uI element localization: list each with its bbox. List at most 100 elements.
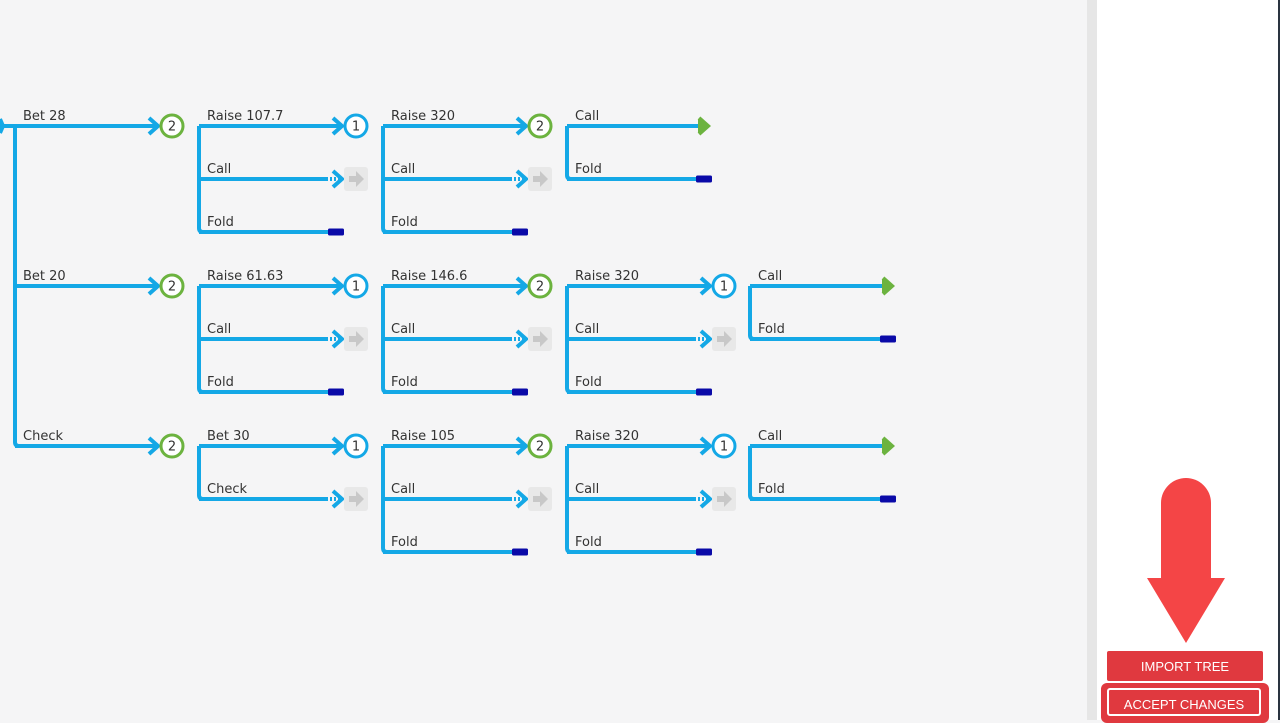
fold-terminal	[696, 388, 712, 396]
action-label[interactable]: Bet 30	[207, 429, 250, 444]
edge-arrow-icon	[331, 276, 346, 296]
player-node	[159, 113, 185, 139]
player-number: 2	[168, 120, 176, 135]
edge-arrow-icon	[147, 436, 162, 456]
action-label[interactable]: Bet 28	[23, 109, 66, 124]
player-number: 2	[168, 440, 176, 455]
action-label[interactable]: Check	[23, 429, 63, 444]
fold-terminal	[512, 388, 528, 396]
gray-arrow-icon	[349, 331, 364, 347]
player-number: 1	[352, 120, 360, 135]
action-label[interactable]: Raise 105	[391, 429, 456, 444]
branch-line	[748, 286, 755, 341]
edge-arrow-icon	[331, 116, 346, 136]
root-arrow-icon	[0, 118, 6, 134]
edge-arrow-icon	[515, 329, 530, 349]
down-arrow-icon	[1147, 478, 1225, 643]
player-number: 2	[168, 280, 176, 295]
action-label[interactable]: Fold	[207, 375, 234, 390]
edge-arrow-icon	[515, 276, 530, 296]
accept-changes-button[interactable]: ACCEPT CHANGES	[1107, 688, 1261, 716]
fold-terminal	[696, 548, 712, 556]
player-node	[343, 113, 369, 139]
gray-arrow-icon	[533, 491, 548, 507]
edge-arrow-icon	[331, 489, 346, 509]
branch-line	[748, 446, 755, 501]
action-label[interactable]: Call	[575, 322, 600, 337]
action-label[interactable]: Raise 320	[391, 109, 456, 124]
terminal-arrow-icon	[882, 439, 892, 453]
edge-arrow-icon	[699, 436, 714, 456]
action-label[interactable]: Call	[575, 109, 600, 124]
side-panel: IMPORT TREE ACCEPT CHANGES	[1097, 0, 1280, 723]
action-label[interactable]: Call	[207, 162, 232, 177]
action-label[interactable]: Fold	[391, 535, 418, 550]
player-number: 1	[352, 440, 360, 455]
import-tree-button[interactable]: IMPORT TREE	[1107, 651, 1263, 681]
action-label[interactable]: Fold	[575, 375, 602, 390]
edge-arrow-icon	[331, 436, 346, 456]
action-label[interactable]: Call	[207, 322, 232, 337]
action-label[interactable]: Call	[758, 269, 783, 284]
player-node	[343, 273, 369, 299]
action-label[interactable]: Fold	[758, 322, 785, 337]
edge-arrow-icon	[515, 116, 530, 136]
action-label[interactable]: Raise 107.7	[207, 109, 284, 124]
player-number: 2	[536, 120, 544, 135]
panel-divider[interactable]	[1087, 0, 1097, 720]
action-label[interactable]: Call	[575, 482, 600, 497]
action-label[interactable]: Fold	[758, 482, 785, 497]
edge-arrow-icon	[515, 489, 530, 509]
terminal-arrow-icon	[697, 116, 712, 136]
edge-arrow-icon	[515, 169, 530, 189]
branch-line	[197, 446, 204, 501]
action-label[interactable]: Call	[391, 482, 416, 497]
action-label[interactable]: Raise 146.6	[391, 269, 468, 284]
fold-terminal	[880, 495, 896, 503]
player-number: 2	[536, 280, 544, 295]
edge-arrow-icon	[147, 276, 162, 296]
action-label[interactable]: Fold	[391, 215, 418, 230]
action-label[interactable]: Raise 320	[575, 269, 640, 284]
player-number: 1	[720, 280, 728, 295]
action-label[interactable]: Fold	[575, 535, 602, 550]
edge-arrow-icon	[331, 329, 346, 349]
fold-terminal	[512, 228, 528, 236]
gray-arrow-icon	[717, 491, 732, 507]
edge-arrow-icon	[331, 169, 346, 189]
action-label[interactable]: Raise 320	[575, 429, 640, 444]
fold-terminal	[880, 335, 896, 343]
gray-arrow-icon	[349, 491, 364, 507]
edge-arrow-icon	[147, 116, 162, 136]
action-label[interactable]: Fold	[207, 215, 234, 230]
player-node	[159, 433, 185, 459]
terminal-arrow-icon	[881, 436, 896, 456]
player-node	[527, 273, 553, 299]
edge-arrow-icon	[515, 436, 530, 456]
player-node	[343, 433, 369, 459]
fold-terminal	[328, 228, 344, 236]
fold-terminal	[328, 388, 344, 396]
action-label[interactable]: Fold	[575, 162, 602, 177]
action-label[interactable]: Call	[391, 322, 416, 337]
player-number: 1	[352, 280, 360, 295]
accept-changes-highlight: ACCEPT CHANGES	[1101, 683, 1269, 723]
action-label[interactable]: Raise 61.63	[207, 269, 284, 284]
action-label[interactable]: Fold	[391, 375, 418, 390]
player-node	[159, 273, 185, 299]
action-label[interactable]: Bet 20	[23, 269, 66, 284]
action-label[interactable]: Check	[207, 482, 247, 497]
action-label[interactable]: Call	[758, 429, 783, 444]
branch-line	[565, 126, 572, 181]
terminal-arrow-icon	[698, 119, 708, 133]
edge-arrow-icon	[699, 329, 714, 349]
action-label[interactable]: Call	[391, 162, 416, 177]
player-node	[527, 113, 553, 139]
player-number: 1	[720, 440, 728, 455]
fold-terminal	[696, 175, 712, 183]
gray-arrow-icon	[717, 331, 732, 347]
fold-terminal	[512, 548, 528, 556]
player-node	[527, 433, 553, 459]
